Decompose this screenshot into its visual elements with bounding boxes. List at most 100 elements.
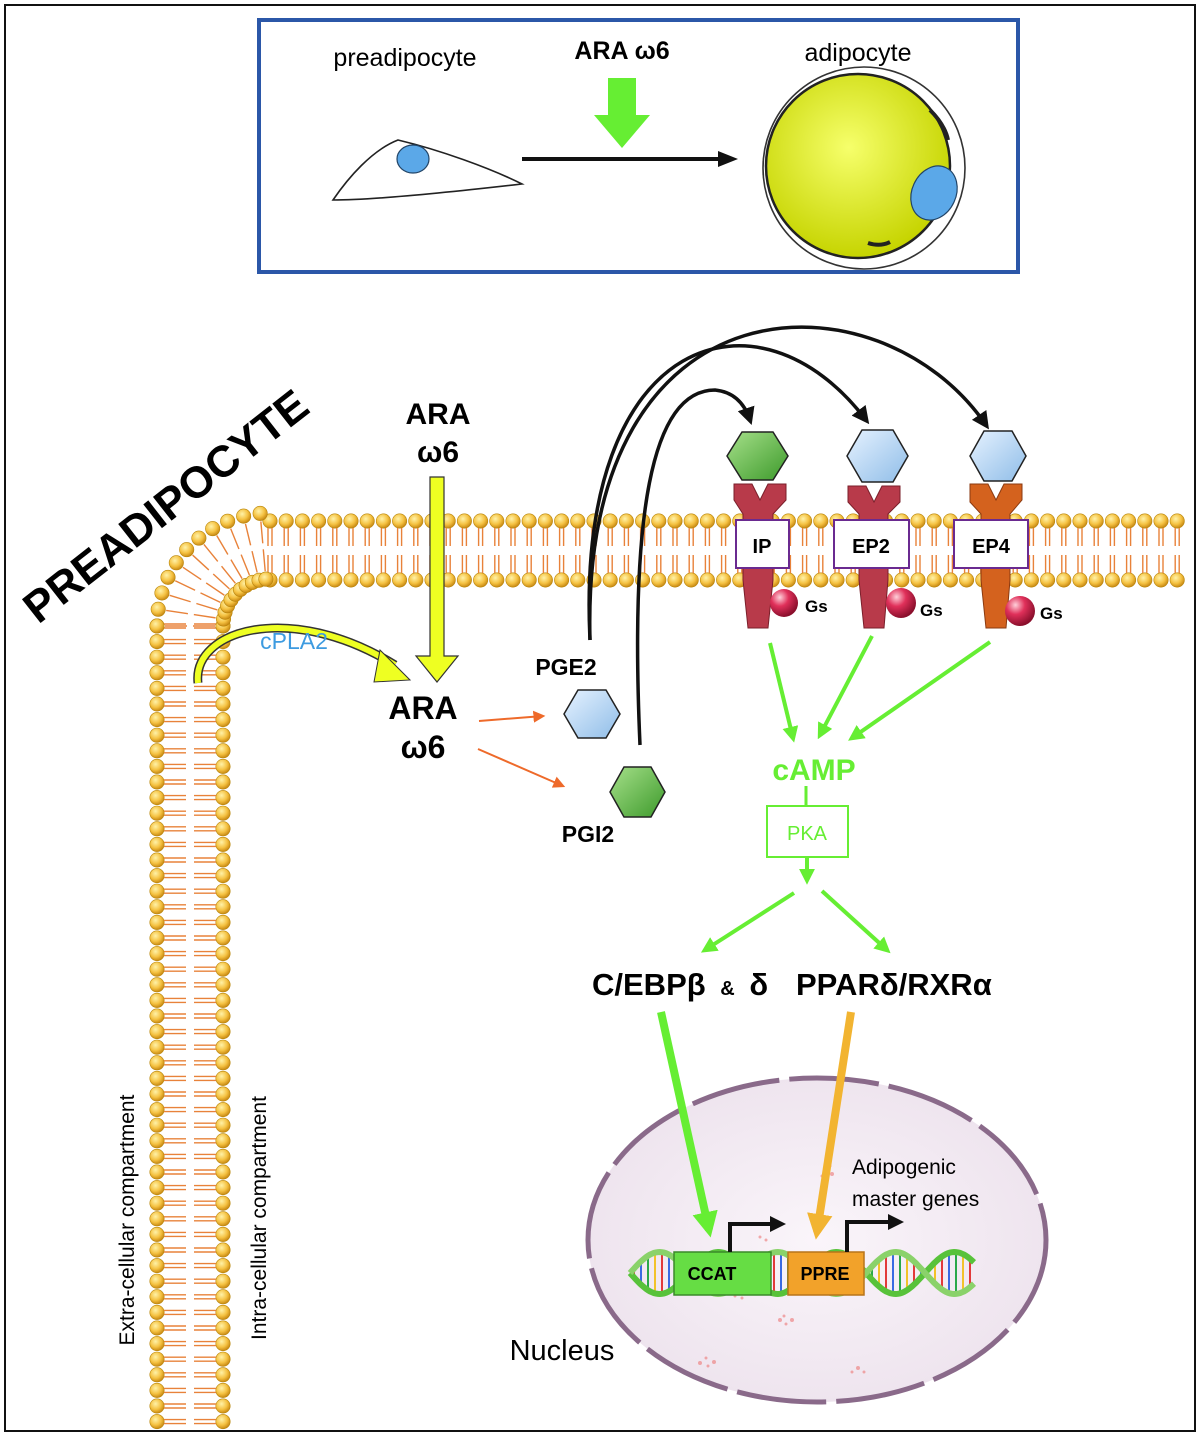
phospholipid-head-icon: [215, 899, 231, 915]
phospholipid-head-icon: [215, 805, 231, 821]
phospholipid-head-icon: [258, 571, 274, 587]
phospholipid-head-icon: [215, 1180, 231, 1196]
phospholipid-tail-icon: [212, 573, 230, 590]
phospholipid-head-icon: [215, 1164, 231, 1180]
ep2-gs-protein-icon: [886, 588, 916, 618]
phospholipid-tail-icon: [194, 1091, 216, 1097]
phospholipid-head-icon: [191, 530, 207, 546]
phospholipid-head-icon: [215, 883, 231, 899]
phospholipid-head-icon: [456, 572, 472, 588]
phospholipid-head-icon: [813, 572, 829, 588]
ep4-gs-label: Gs: [1040, 604, 1063, 623]
phospholipid-head-icon: [149, 618, 165, 634]
phospholipid-head-icon: [215, 977, 231, 993]
phospholipid-head-icon: [215, 992, 231, 1008]
phospholipid-head-icon: [252, 505, 268, 521]
phospholipid-head-icon: [537, 513, 553, 529]
phospholipid-head-icon: [554, 513, 570, 529]
phospholipid-head-icon: [215, 1102, 231, 1118]
phospholipid-head-icon: [149, 992, 165, 1008]
phospholipid-tail-icon: [494, 555, 500, 573]
phospholipid-head-icon: [149, 868, 165, 884]
phospholipid-head-icon: [149, 1039, 165, 1055]
cpla2-label: cPLA2: [260, 628, 328, 654]
phospholipid-head-icon: [1072, 572, 1088, 588]
phospholipid-tail-icon: [1077, 555, 1083, 573]
phospholipid-head-icon: [149, 790, 165, 806]
phospholipid-head-icon: [149, 1382, 165, 1398]
phospholipid-tail-icon: [1044, 528, 1051, 546]
phospholipid-tail-icon: [194, 950, 216, 957]
phospholipid-tail-icon: [720, 555, 727, 573]
phospholipid-head-icon: [1104, 572, 1120, 588]
phospholipid-tail-icon: [164, 1356, 186, 1362]
ep2-ligand-icon: [846, 429, 909, 483]
phospholipid-head-icon: [215, 914, 231, 930]
phospholipid-tail-icon: [477, 528, 484, 546]
phospholipid-tail-icon: [194, 1340, 216, 1347]
phospholipid-tail-icon: [164, 1153, 186, 1160]
phospholipid-tail-icon: [164, 794, 186, 801]
phospholipid-tail-icon: [542, 555, 549, 573]
phospholipid-head-icon: [149, 1226, 165, 1242]
phospholipid-tail-icon: [251, 550, 258, 573]
phospholipid-tail-icon: [194, 810, 216, 816]
phospholipid-tail-icon: [164, 1106, 186, 1113]
cebp-to-ccat-arrow-icon: [657, 1011, 718, 1238]
phospholipid-tail-icon: [194, 1231, 216, 1238]
phospholipid-head-icon: [215, 1304, 231, 1320]
phospholipid-tail-icon: [267, 528, 273, 546]
phospholipid-head-icon: [215, 758, 231, 774]
phospholipid-tail-icon: [558, 555, 565, 573]
phospholipid-tail-icon: [193, 613, 216, 619]
phospholipid-head-icon: [149, 930, 165, 946]
ccat-label: CCAT: [688, 1264, 737, 1284]
phospholipid-tail-icon: [164, 1387, 186, 1394]
phospholipid-head-icon: [537, 572, 553, 588]
phospholipid-head-icon: [149, 743, 165, 759]
phospholipid-tail-icon: [364, 555, 370, 573]
cebp-main-label: C/EBPβ: [592, 967, 706, 1002]
extracellular-label: Extra-cellular compartment: [116, 1094, 139, 1345]
phospholipid-head-icon: [215, 1226, 231, 1242]
phospholipid-head-icon: [618, 513, 634, 529]
phospholipid-tail-icon: [194, 763, 216, 770]
phospholipid-tail-icon: [947, 528, 954, 546]
phospholipid-head-icon: [554, 572, 570, 588]
phospholipid-head-icon: [570, 513, 586, 529]
phospholipid-head-icon: [278, 513, 294, 529]
phospholipid-tail-icon: [931, 528, 937, 546]
phospholipid-tail-icon: [194, 982, 216, 988]
ccat-transcription-arrow-icon: [728, 1222, 772, 1252]
phospholipid-tail-icon: [315, 555, 322, 573]
phospholipid-head-icon: [716, 513, 732, 529]
phospholipid-tail-icon: [194, 779, 216, 785]
phospholipid-tail-icon: [194, 716, 216, 723]
pge2-to-ep2-arrow-icon: [587, 344, 870, 641]
phospholipid-head-icon: [215, 1273, 231, 1289]
ep2-receptor-box: [833, 519, 910, 569]
phospholipid-tail-icon: [1028, 528, 1035, 546]
phospholipid-head-icon: [570, 572, 586, 588]
preadipocyte-nucleus-icon: [396, 144, 430, 174]
adipogenic-genes-line1: Adipogenic: [852, 1156, 956, 1179]
phospholipid-tail-icon: [445, 555, 451, 573]
phospholipid-tail-icon: [164, 1403, 186, 1409]
phospholipid-head-icon: [683, 513, 699, 529]
ep4-receptor-label: EP4: [972, 536, 1011, 558]
phospholipid-tail-icon: [164, 1200, 186, 1206]
phospholipid-head-icon: [894, 572, 910, 588]
phospholipid-tail-icon: [194, 1153, 216, 1160]
phospholipid-tail-icon: [164, 1216, 186, 1222]
phospholipid-head-icon: [160, 569, 176, 585]
phospholipid-tail-icon: [315, 528, 322, 546]
phospholipid-tail-icon: [164, 872, 186, 879]
phospholipid-tail-icon: [720, 528, 727, 546]
phospholipid-head-icon: [149, 1398, 165, 1414]
phospholipid-head-icon: [149, 758, 165, 774]
phospholipid-tail-icon: [194, 1122, 216, 1128]
phospholipid-head-icon: [215, 696, 231, 712]
cebp-amp-label: &: [720, 978, 734, 1000]
phospholipid-head-icon: [456, 513, 472, 529]
phospholipid-tail-icon: [1109, 555, 1116, 573]
